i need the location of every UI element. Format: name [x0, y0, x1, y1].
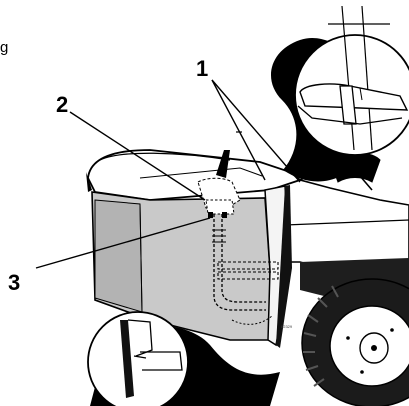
bagger — [86, 149, 302, 348]
clipped-caption-text: g — [0, 39, 8, 56]
callout-1: 1 — [196, 56, 208, 81]
rear-tire — [301, 278, 409, 406]
bagger-hardware — [197, 177, 279, 325]
callout-2: 2 — [56, 92, 68, 117]
lower-detail-inset — [87, 311, 280, 406]
leader-lines — [35, 79, 301, 269]
part-number: 02329 — [281, 324, 293, 329]
latch-detail-inset — [270, 5, 409, 182]
callout-3: 3 — [8, 270, 20, 295]
